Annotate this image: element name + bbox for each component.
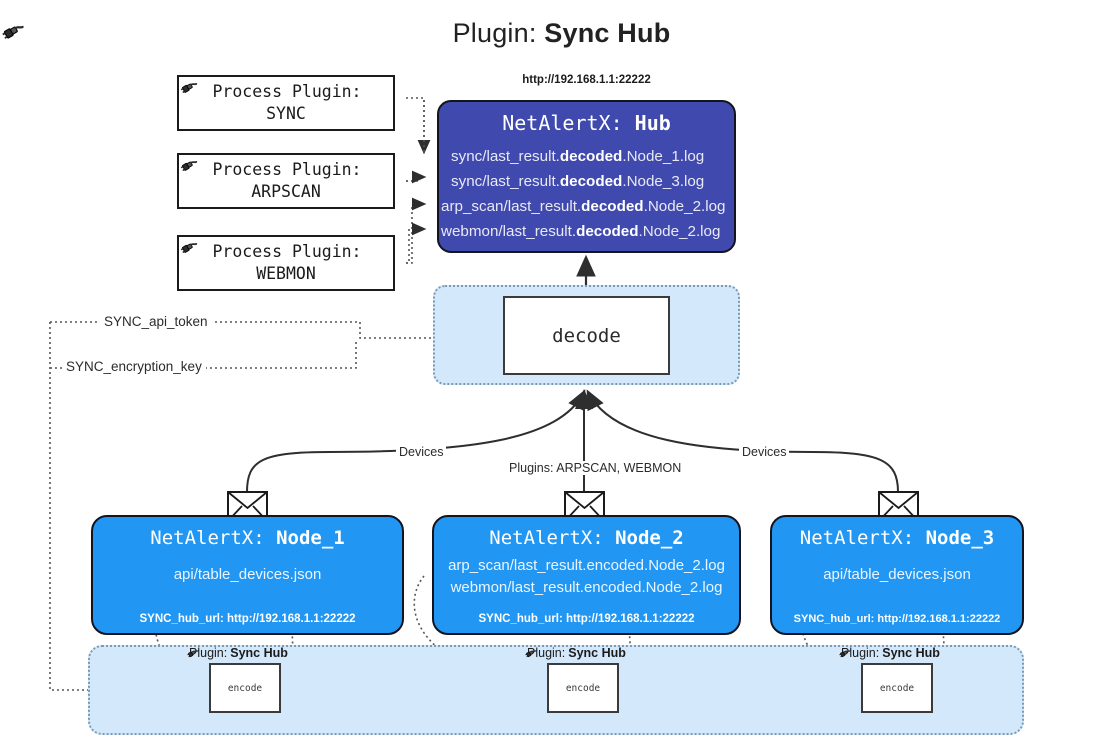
encode-box-1[interactable]: encode xyxy=(209,663,281,713)
process-plugin-label: Process Plugin: xyxy=(212,82,362,102)
hub-log-line: sync/last_result.decoded.Node_1.log xyxy=(451,148,705,165)
node-resource-line: arp_scan/last_result.encoded.Node_2.log xyxy=(448,557,725,574)
node-resource-line: api/table_devices.json xyxy=(823,566,971,583)
node-resource-line: webmon/last_result.encoded.Node_2.log xyxy=(450,578,723,596)
node-box-node-1[interactable]: NetAlertX: Node_1 api/table_devices.json… xyxy=(91,515,404,635)
hub-title: NetAlertX: Hub xyxy=(439,111,734,135)
node-hub-url: SYNC_hub_url: http://192.168.1.1:22222 xyxy=(139,613,356,625)
encoder-plugin-label-1: Plugin:Sync Hub xyxy=(187,646,288,660)
process-plugin-name: ARPSCAN xyxy=(251,182,321,201)
page-title-name: Sync Hub xyxy=(544,18,671,48)
sync-api-token-label: SYNC_api_token xyxy=(100,314,212,329)
page-title: Plugin: Sync Hub xyxy=(0,18,1117,49)
edge-label-devices-right: Devices xyxy=(739,445,790,459)
sync-encryption-key-label: SYNC_encryption_key xyxy=(62,359,206,374)
process-plugin-label: Process Plugin: xyxy=(212,242,362,262)
node-box-node-3[interactable]: NetAlertX: Node_3 api/table_devices.json… xyxy=(770,515,1024,635)
encode-box-2[interactable]: encode xyxy=(547,663,619,713)
node-title: NetAlertX: Node_3 xyxy=(799,527,995,549)
node-resource-line: api/table_devices.json xyxy=(173,566,322,583)
process-plugin-name: WEBMON xyxy=(256,264,316,283)
process-plugin-box-webmon[interactable]: Process Plugin: WEBMON xyxy=(177,235,395,291)
hub-title-prefix: NetAlertX: xyxy=(502,111,623,135)
decode-box[interactable]: decode xyxy=(503,296,670,375)
hub-log-line: arp_scan/last_result.decoded.Node_2.log xyxy=(441,198,726,215)
encoder-plugin-label-3: Plugin:Sync Hub xyxy=(839,646,940,660)
encode-box-3[interactable]: encode xyxy=(861,663,933,713)
node-title: NetAlertX: Node_1 xyxy=(150,527,345,549)
process-plugin-box-sync[interactable]: Process Plugin: SYNC xyxy=(177,75,395,131)
node-hub-url: SYNC_hub_url: http://192.168.1.1:22222 xyxy=(478,613,695,625)
encoder-plugin-label-2: Plugin:Sync Hub xyxy=(525,646,626,660)
node-title: NetAlertX: Node_2 xyxy=(489,527,684,549)
process-plugin-box-arpscan[interactable]: Process Plugin: ARPSCAN xyxy=(177,153,395,209)
hub-title-name: Hub xyxy=(634,111,671,135)
page-title-prefix: Plugin: xyxy=(452,18,537,48)
hub-log-line: sync/last_result.decoded.Node_3.log xyxy=(451,173,705,190)
hub-url-label: http://192.168.1.1:22222 xyxy=(522,74,651,86)
hub-log-line: webmon/last_result.decoded.Node_2.log xyxy=(441,223,721,240)
hub-box[interactable]: NetAlertX: Hub sync/last_result.decoded.… xyxy=(437,100,736,253)
process-plugin-label: Process Plugin: xyxy=(212,160,362,180)
edge-label-plugins: Plugins: ARPSCAN, WEBMON xyxy=(506,461,685,475)
process-plugin-name: SYNC xyxy=(266,104,306,123)
node-box-node-2[interactable]: NetAlertX: Node_2 arp_scan/last_result.e… xyxy=(432,515,741,635)
edge-label-devices-left: Devices xyxy=(396,445,447,459)
node-hub-url: SYNC_hub_url: http://192.168.1.1:22222 xyxy=(793,613,1001,625)
